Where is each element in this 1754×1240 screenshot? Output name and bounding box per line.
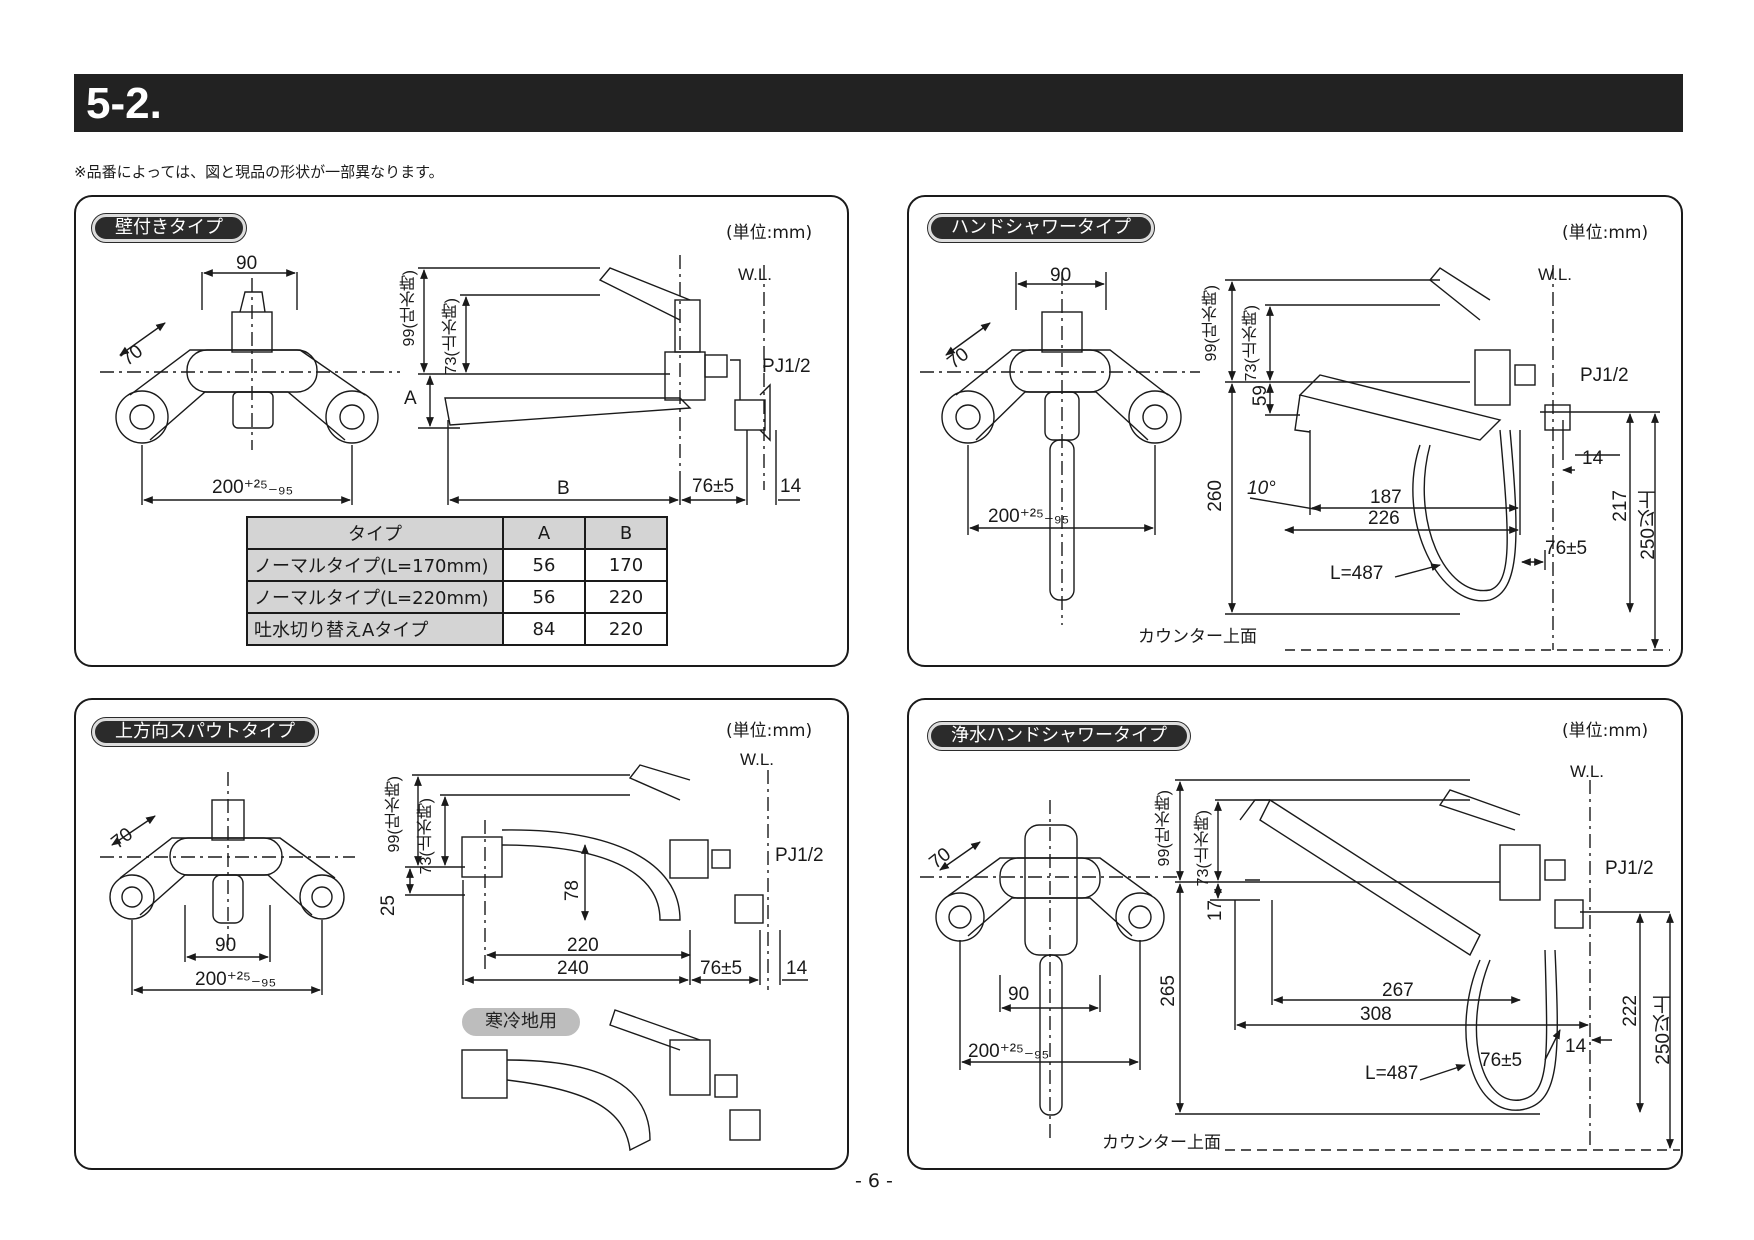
hose-length-label: L=487 xyxy=(1330,563,1384,584)
table-row: 吐水切り替えAタイプ 84 220 xyxy=(246,612,668,646)
pipe-spec-label: PJ1/2 xyxy=(1605,858,1654,879)
disclaimer-note: ※品番によっては、図と現品の形状が一部異なります。 xyxy=(74,163,444,181)
dim-angle: 10° xyxy=(1247,478,1276,499)
table-header: タイプ xyxy=(246,516,504,550)
water-level-label: W.L. xyxy=(1570,762,1605,781)
page-number: - 6 - xyxy=(855,1170,893,1192)
dim-226: 226 xyxy=(1368,508,1400,529)
section-header-bar xyxy=(74,74,1683,132)
table-cell: 84 xyxy=(502,612,586,646)
table-cell: 220 xyxy=(584,612,668,646)
dim-25: 25 xyxy=(378,895,399,917)
purifier-side-view xyxy=(1175,779,1680,1151)
badge-upspout-type: 上方向スパウトタイプ xyxy=(91,717,319,747)
dim-250: 250以上 xyxy=(1653,995,1674,1065)
dim-99: 99(吐水時) xyxy=(401,270,418,347)
panel-purifier-type xyxy=(907,698,1683,1170)
dim-73: 73(止水時) xyxy=(1195,810,1212,887)
dim-59: 59 xyxy=(1250,385,1271,407)
handshower-front-view xyxy=(920,272,1200,625)
badge-cold-region: 寒冷地用 xyxy=(462,1008,580,1036)
water-level-label: W.L. xyxy=(1538,265,1573,284)
table-cell: ノーマルタイプ(L=220mm) xyxy=(246,580,504,614)
badge-purifier-type: 浄水ハンドシャワータイプ xyxy=(927,721,1191,751)
pipe-spec-label: PJ1/2 xyxy=(762,356,811,377)
dim-76: 76±5 xyxy=(700,958,743,979)
unit-label: (単位:mm) xyxy=(1562,223,1649,243)
table-cell: 220 xyxy=(584,580,668,614)
wall-side-view xyxy=(418,255,800,505)
upspout-side-view xyxy=(405,764,808,1152)
unit-label: (単位:mm) xyxy=(726,721,813,741)
unit-label: (単位:mm) xyxy=(1562,721,1649,741)
table-cell: 56 xyxy=(502,548,586,582)
dim-99: 99(吐水時) xyxy=(386,776,403,853)
dim-222: 222 xyxy=(1620,995,1641,1027)
dim-220: 220 xyxy=(567,935,599,956)
dim-73: 73(止水時) xyxy=(1243,305,1260,382)
dim-200: 200⁺²⁵₋₉₅ xyxy=(195,969,277,990)
dim-90: 90 xyxy=(1008,984,1030,1005)
dim-76: 76±5 xyxy=(1480,1050,1523,1071)
table-cell: ノーマルタイプ(L=170mm) xyxy=(246,548,504,582)
dim-200: 200⁺²⁵₋₉₅ xyxy=(968,1041,1050,1062)
dim-76: 76±5 xyxy=(692,476,735,497)
dim-90: 90 xyxy=(215,935,237,956)
table-row: ノーマルタイプ(L=220mm) 56 220 xyxy=(246,580,668,614)
dim-308: 308 xyxy=(1360,1004,1392,1025)
wall-front-view xyxy=(100,269,400,505)
table-cell: 170 xyxy=(584,548,668,582)
table-cell: 吐水切り替えAタイプ xyxy=(246,612,504,646)
purifier-front-view xyxy=(920,800,1180,1140)
table-header: B xyxy=(584,516,668,550)
dim-240: 240 xyxy=(557,958,589,979)
water-level-label: W.L. xyxy=(740,750,775,769)
badge-wall-type: 壁付きタイプ xyxy=(91,213,247,243)
dim-200: 200⁺²⁵₋₉₅ xyxy=(212,477,294,498)
dim-99: 99(吐水時) xyxy=(1156,790,1173,867)
badge-handshower-type: ハンドシャワータイプ xyxy=(927,213,1155,243)
dim-217: 217 xyxy=(1610,490,1631,522)
dim-260: 260 xyxy=(1205,480,1226,512)
pipe-spec-label: PJ1/2 xyxy=(1580,365,1629,386)
dim-14: 14 xyxy=(1582,448,1604,469)
dim-90: 90 xyxy=(1050,265,1072,286)
table-cell: 56 xyxy=(502,580,586,614)
hose-length-label: L=487 xyxy=(1365,1063,1419,1084)
dim-73: 73(止水時) xyxy=(443,298,460,375)
pipe-spec-label: PJ1/2 xyxy=(775,845,824,866)
counter-top-label: カウンター上面 xyxy=(1102,1133,1221,1152)
dim-267: 267 xyxy=(1382,980,1414,1001)
dim-14: 14 xyxy=(1565,1036,1587,1057)
upspout-front-view xyxy=(100,772,355,995)
dim-b: B xyxy=(557,478,570,499)
dim-14: 14 xyxy=(786,958,808,979)
dim-90: 90 xyxy=(236,253,258,274)
dim-99: 99(吐水時) xyxy=(1203,285,1220,362)
dim-a: A xyxy=(404,388,417,409)
dim-76: 76±5 xyxy=(1545,538,1588,559)
dim-17: 17 xyxy=(1205,900,1226,922)
section-number: 5-2. xyxy=(86,79,162,128)
table-header: A xyxy=(502,516,586,550)
table-row: ノーマルタイプ(L=170mm) 56 170 xyxy=(246,548,668,582)
handshower-side-view xyxy=(1225,265,1670,651)
water-level-label: W.L. xyxy=(738,265,773,284)
dim-187: 187 xyxy=(1370,487,1402,508)
dim-265: 265 xyxy=(1158,975,1179,1007)
dim-250: 250以上 xyxy=(1638,490,1659,560)
dim-14: 14 xyxy=(780,476,802,497)
dim-200: 200⁺²⁵₋₉₅ xyxy=(988,506,1070,527)
counter-top-label: カウンター上面 xyxy=(1138,627,1257,646)
spec-table: タイプ A B ノーマルタイプ(L=170mm) 56 170 ノーマルタイプ(… xyxy=(246,516,668,646)
unit-label: (単位:mm) xyxy=(726,223,813,243)
dim-78: 78 xyxy=(562,880,583,902)
dim-73: 73(止水時) xyxy=(418,798,435,875)
